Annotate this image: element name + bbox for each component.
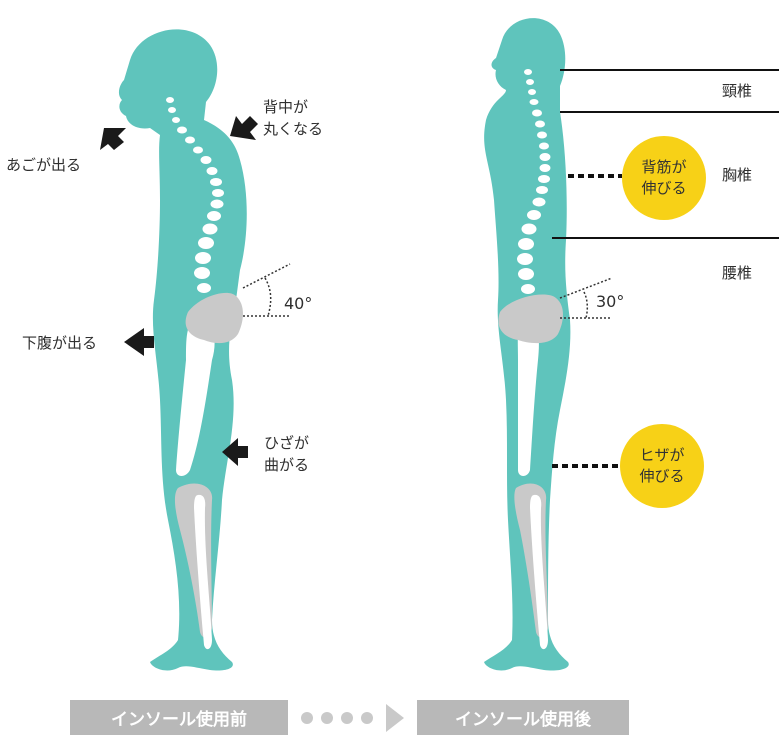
after-figure [484, 18, 570, 670]
arrow-right-icon [386, 704, 404, 732]
belly-callout: 下腹が出る [22, 332, 97, 354]
back-stretch-badge: 背筋が 伸びる [622, 136, 706, 220]
region-thoracic: 胸椎 [722, 164, 752, 185]
after-angle-label: 30° [596, 292, 624, 311]
chin-callout: あごが出る [6, 154, 81, 176]
before-angle-label: 40° [284, 294, 312, 313]
back-callout: 背中が 丸くなる [263, 96, 323, 140]
chin-arrow [100, 128, 126, 150]
progress-indicator [301, 704, 404, 732]
knee-callout: ひざが 曲がる [264, 432, 309, 476]
belly-arrow [124, 328, 154, 356]
knee-stretch-badge: ヒザが 伸びる [620, 424, 704, 508]
region-cervical: 頸椎 [722, 80, 752, 101]
before-tag: インソール使用前 [70, 700, 288, 735]
region-lumbar: 腰椎 [722, 262, 752, 283]
before-angle-guide [243, 264, 290, 316]
after-tag: インソール使用後 [417, 700, 629, 735]
back-arrow [230, 116, 258, 140]
